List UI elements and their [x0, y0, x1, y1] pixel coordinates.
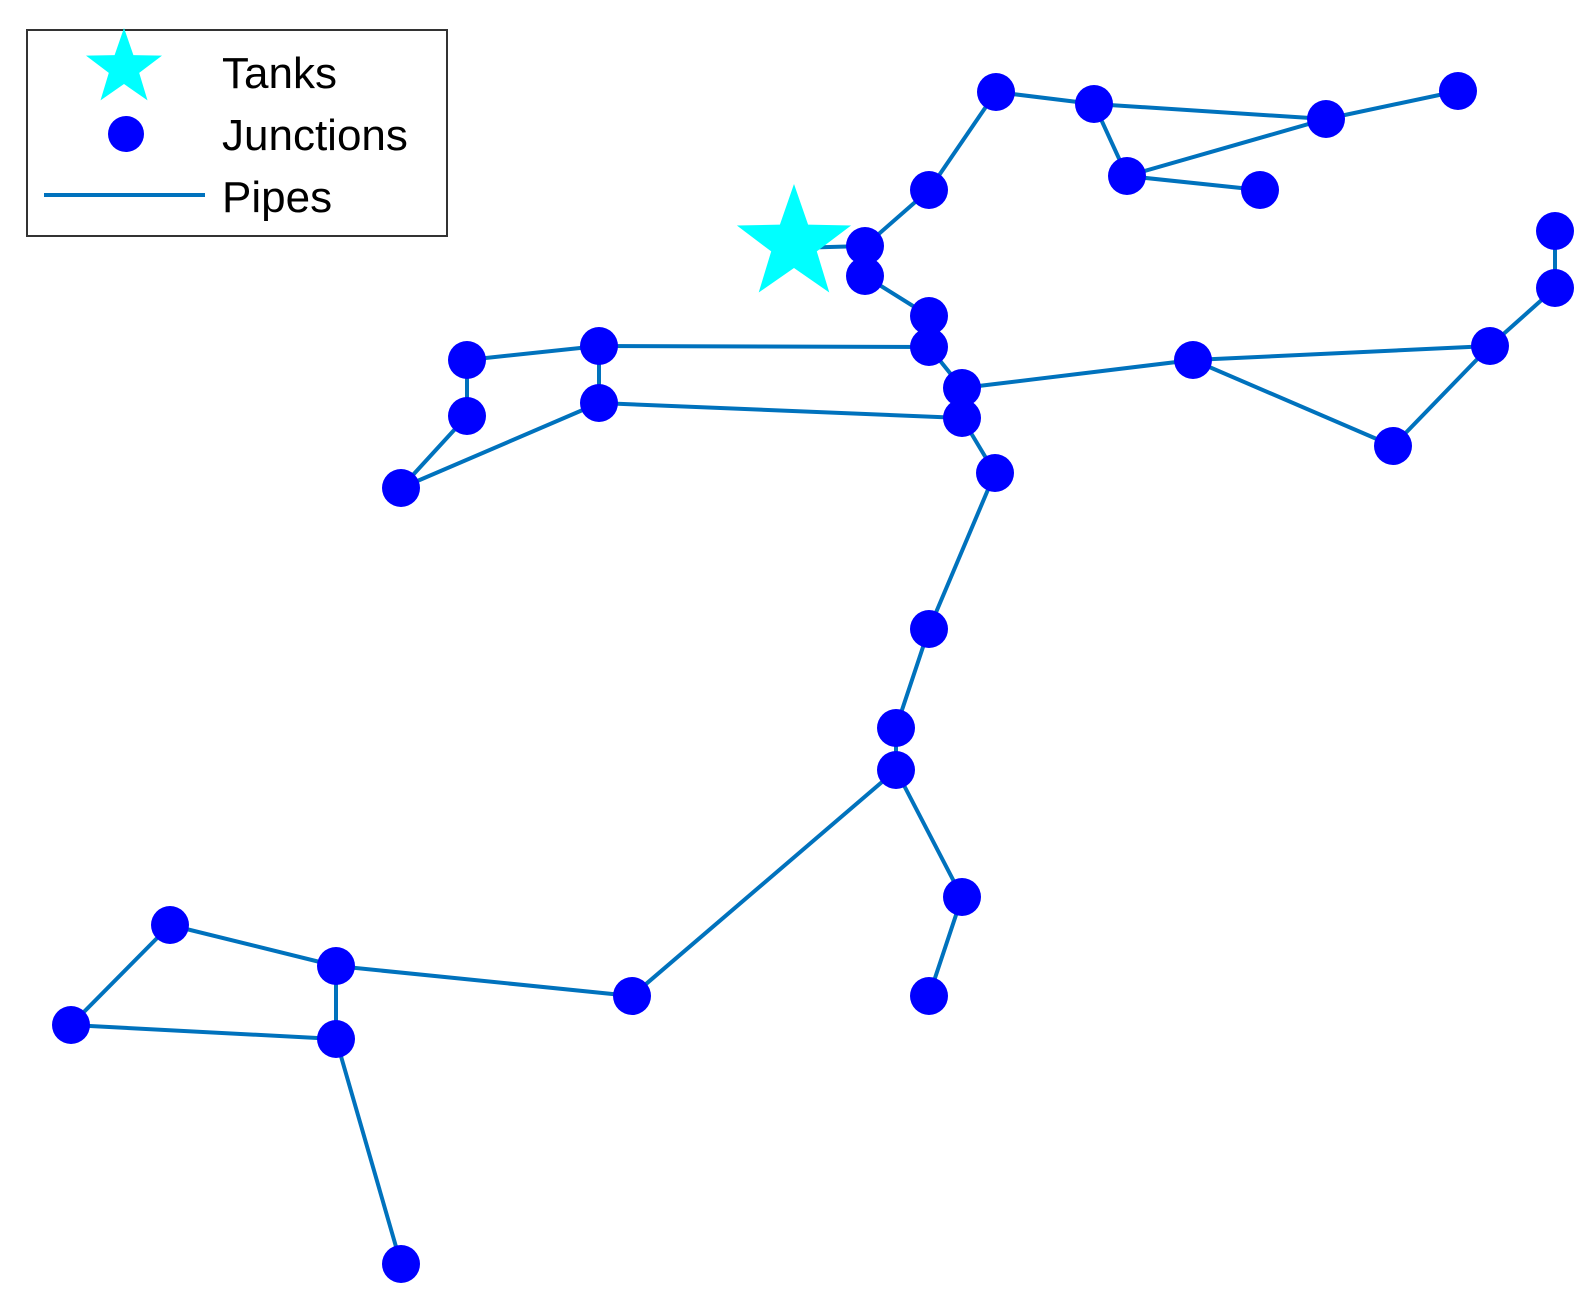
junction-29 [910, 977, 948, 1015]
junction-11 [910, 328, 948, 366]
tanks-layer [736, 184, 852, 293]
junction-30 [613, 977, 651, 1015]
junction-31 [317, 947, 355, 985]
junctions-layer [52, 72, 1574, 1283]
pipe-19 [598, 401, 963, 420]
tank-star-icon [736, 184, 852, 293]
junction-20 [580, 327, 618, 365]
pipe-21 [1192, 344, 1491, 362]
pipe-23 [1391, 344, 1492, 448]
pipe-6 [1126, 174, 1261, 192]
junction-22 [448, 341, 486, 379]
junction-4 [1439, 72, 1477, 110]
pipe-20 [961, 358, 1194, 390]
pipe-14 [466, 344, 600, 362]
junction-35 [382, 1245, 420, 1283]
junction-26 [877, 709, 915, 747]
pipe-5 [1126, 117, 1327, 178]
legend-box [26, 29, 448, 237]
junction-24 [382, 469, 420, 507]
junction-1 [977, 73, 1015, 111]
junction-19 [976, 454, 1014, 492]
legend: Tanks Junctions Pipes [26, 28, 448, 237]
junction-25 [910, 610, 948, 648]
legend-junctions-label: Junctions [222, 111, 408, 160]
junction-28 [943, 878, 981, 916]
junction-9 [846, 257, 884, 295]
junction-10 [910, 297, 948, 335]
junction-12 [1536, 212, 1574, 250]
pipe-3 [1325, 89, 1459, 121]
pipe-34 [335, 964, 633, 998]
pipe-7 [927, 90, 998, 192]
pipe-13 [598, 344, 930, 349]
junction-13 [1536, 269, 1574, 307]
junction-27 [877, 751, 915, 789]
junction-15 [1374, 427, 1412, 465]
junction-3 [1307, 100, 1345, 138]
junction-34 [52, 1006, 90, 1044]
junction-16 [1174, 341, 1212, 379]
legend-tanks-label: Tanks [222, 49, 337, 98]
pipe-18 [400, 401, 600, 490]
junction-17 [943, 369, 981, 407]
junction-2 [1075, 85, 1113, 123]
junction-6 [1241, 171, 1279, 209]
junction-14 [1471, 327, 1509, 365]
pipe-33 [630, 768, 898, 998]
legend-pipes-label: Pipes [222, 173, 332, 222]
junction-32 [317, 1020, 355, 1058]
pipe-36 [69, 923, 172, 1027]
junction-23 [448, 397, 486, 435]
pipe-31 [894, 769, 964, 898]
pipe-35 [169, 923, 337, 968]
pipe-37 [70, 1023, 337, 1041]
pipe-39 [334, 1038, 403, 1265]
junction-33 [151, 906, 189, 944]
pipe-28 [927, 472, 997, 630]
junction-5 [1108, 157, 1146, 195]
junction-7 [910, 171, 948, 209]
junction-8 [846, 227, 884, 265]
legend-junction-marker-icon [108, 116, 144, 152]
pipe-22 [1192, 358, 1394, 448]
legend-tank-star-icon [86, 28, 162, 101]
junction-21 [580, 384, 618, 422]
pipe-2 [1093, 102, 1327, 121]
junction-18 [943, 399, 981, 437]
